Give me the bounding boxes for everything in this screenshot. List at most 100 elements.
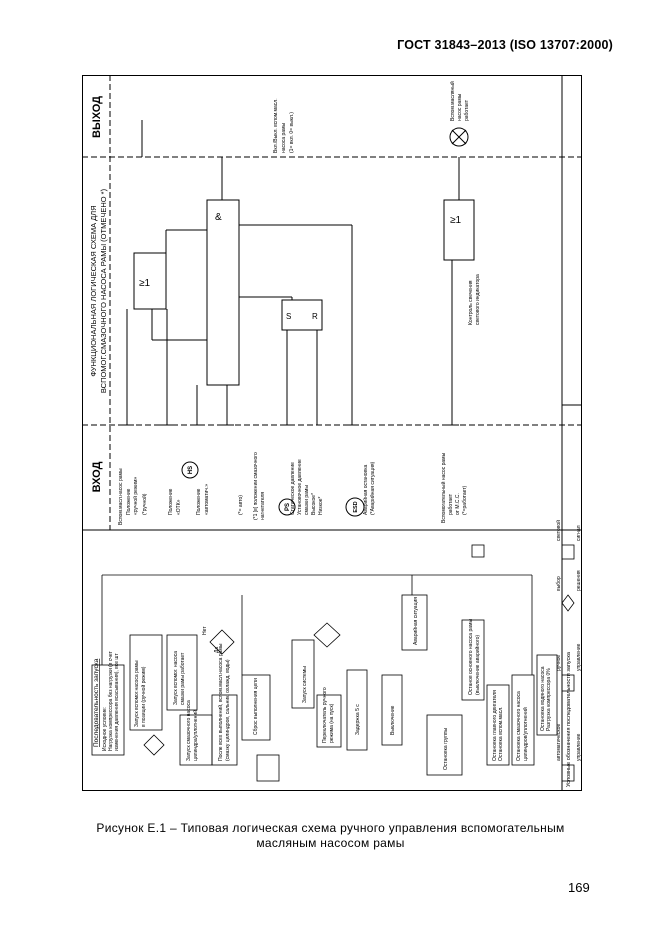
svg-text:Последовательность запуска: Последовательность запуска bbox=[93, 658, 100, 747]
svg-text:Статическое давление: Статическое давление bbox=[290, 462, 296, 515]
svg-text:управление: управление bbox=[576, 733, 582, 761]
sr-latch bbox=[281, 299, 323, 331]
svg-text:изменения давления всасывания): изменения давления всасывания), все шт bbox=[114, 653, 120, 751]
svg-text:Высокое*: Высокое* bbox=[311, 493, 317, 515]
svg-text:Остановка группы: Остановка группы bbox=[443, 727, 449, 770]
svg-text:Остановка главного двигателя: Остановка главного двигателя bbox=[492, 690, 498, 761]
svg-text:Контроль свечения: Контроль свечения bbox=[468, 280, 474, 325]
svg-text:Положение: Положение bbox=[126, 488, 132, 515]
svg-text:Нагрузка компрессора без нагру: Нагрузка компрессора без нагрузки (в сче… bbox=[108, 650, 114, 751]
hs-badge bbox=[181, 461, 199, 479]
svg-text:Вкл./Выкл. вспом.масл.: Вкл./Выкл. вспом.масл. bbox=[273, 98, 279, 153]
sequence-flowchart bbox=[91, 544, 575, 782]
svg-text:цилиндра/уплотнений: цилиндра/уплотнений bbox=[192, 710, 199, 761]
or-gate-2-label: ≥1 bbox=[450, 215, 461, 226]
svg-text:Условные обозначения последова: Условные обозначения последовательности … bbox=[566, 651, 572, 787]
svg-text:Да: Да bbox=[214, 647, 220, 653]
ps-badge-label: PS bbox=[285, 503, 291, 511]
svg-text:Переключатель ручного: Переключатель ручного bbox=[322, 687, 328, 743]
svg-text:Запуск системы: Запуск системы bbox=[302, 666, 308, 703]
figure-caption: Рисунок Е.1 – Типовая логическая схема р… bbox=[60, 821, 601, 851]
svg-text:Запуск вспомог.насоса рамы: Запуск вспомог.насоса рамы bbox=[134, 660, 140, 727]
sequence-labels: Последовательность запуска Исходное усло… bbox=[93, 520, 582, 787]
svg-text:Исходное условие:: Исходное условие: bbox=[102, 707, 108, 751]
svg-text:управление: управление bbox=[576, 643, 582, 671]
and-gate-label: & bbox=[215, 212, 222, 223]
svg-text:насоса рамы: насоса рамы bbox=[281, 122, 287, 153]
svg-text:Вспомогательный насос рамы: Вспомогательный насос рамы bbox=[440, 452, 447, 523]
svg-text:После всех выполнений, вспом.м: После всех выполнений, вспом.масл.насоса… bbox=[217, 643, 224, 761]
svg-text:Разгрузка компрессора 0%: Разгрузка компрессора 0% bbox=[546, 668, 552, 731]
svg-text:«ОТК»: «ОТК» bbox=[176, 499, 182, 515]
svg-text:(смазку цилиндров, сальник, ох: (смазку цилиндров, сальник, охлажд. воды… bbox=[225, 659, 231, 761]
svg-text:Положение: Положение bbox=[168, 488, 174, 515]
svg-text:Запуск смазочного насоса: Запуск смазочного насоса bbox=[186, 700, 192, 761]
svg-text:Останов основного насоса рамы: Останов основного насоса рамы bbox=[468, 619, 474, 695]
svg-text:(1= вкл. 0= выкл.): (1= вкл. 0= выкл.) bbox=[289, 112, 295, 153]
or-gate-1 bbox=[133, 252, 167, 310]
hs-badge-label: HS bbox=[188, 466, 194, 474]
svg-text:Остановка смазочного насоса: Остановка смазочного насоса bbox=[516, 691, 522, 761]
svg-text:(выключение аварийного): (выключение аварийного) bbox=[474, 635, 481, 695]
func-title-2: ВСПОМОГ.СМАЗОЧНОГО НАСОСА РАМЫ (ОТМЕЧЕНО… bbox=[99, 188, 108, 393]
svg-text:световой: световой bbox=[555, 520, 562, 541]
or-gate-2 bbox=[443, 199, 475, 261]
svg-text:(*= авто): (*= авто) bbox=[238, 495, 244, 515]
svg-text:Нет: Нет bbox=[202, 626, 208, 635]
svg-text:в позиции (ручной режим): в позиции (ручной режим) bbox=[140, 666, 147, 727]
svg-text:(*=работает): (*=работает) bbox=[462, 485, 468, 515]
svg-text:«автоматич.»: «автоматич.» bbox=[204, 484, 210, 515]
svg-text:насос рамы: насос рамы bbox=[457, 93, 463, 121]
svg-text:решения: решения bbox=[576, 570, 582, 591]
svg-text:смазки рамы работает: смазки рамы работает bbox=[180, 652, 186, 705]
svg-text:смазки рамы: смазки рамы bbox=[304, 485, 310, 515]
indicator-lamp bbox=[449, 127, 469, 147]
svg-text:работает: работает bbox=[464, 99, 470, 121]
svg-text:ручное: ручное bbox=[556, 655, 562, 671]
input-title: ВХОД bbox=[91, 461, 103, 492]
svg-text:светового индикатора: светового индикатора bbox=[475, 274, 481, 325]
svg-text:Положение: Положение bbox=[196, 488, 202, 515]
esd-badge-label: ESD bbox=[353, 501, 359, 512]
or-gate-1-label: ≥1 bbox=[139, 278, 150, 289]
svg-text:(*ручной): (*ручной) bbox=[141, 493, 148, 515]
svg-text:Вспом.масляный: Вспом.масляный bbox=[449, 81, 456, 121]
svg-text:цилиндров/уплотнений: цилиндров/уплотнений bbox=[522, 707, 529, 761]
svg-text:(*1 [в] положении смазочного: (*1 [в] положении смазочного bbox=[253, 452, 259, 520]
output-title: ВЫХОД bbox=[91, 96, 103, 138]
sr-s-label: S bbox=[286, 312, 291, 321]
svg-text:Вспом.масл.насос рамы: Вспом.масл.насос рамы bbox=[118, 468, 124, 525]
and-gate bbox=[206, 199, 240, 386]
inputs-labels: Вспом.масл.насос рамы Положение «ручной … bbox=[118, 452, 468, 525]
svg-text:Остановка вспом.масл.: Остановка вспом.масл. bbox=[498, 706, 504, 761]
svg-text:Установочное давление: Установочное давление bbox=[297, 459, 303, 515]
svg-text:Остановка водяного насоса: Остановка водяного насоса bbox=[540, 666, 546, 731]
caption-line-2: масляным насосом рамы bbox=[256, 836, 405, 850]
svg-text:нагнетателя: нагнетателя bbox=[260, 492, 266, 520]
document-header: ГОСТ 31843–2013 (ISO 13707:2000) bbox=[397, 38, 613, 52]
svg-text:от М.С.С.: от М.С.С. bbox=[455, 493, 461, 515]
esd-badge bbox=[345, 497, 365, 517]
svg-text:Сброс выполнения цепи: Сброс выполнения цепи bbox=[253, 678, 259, 735]
svg-text:Задержка 5 с: Задержка 5 с bbox=[355, 704, 361, 735]
logic-diagram-figure: ВЫХОД ФУНКЦИОНАЛЬНАЯ ЛОГИЧЕСКАЯ СХЕМА ДЛ… bbox=[82, 75, 582, 791]
svg-text:Аварийная ситуация: Аварийная ситуация bbox=[412, 597, 419, 645]
caption-line-1: Рисунок Е.1 – Типовая логическая схема р… bbox=[96, 821, 565, 835]
svg-text:сигнал: сигнал bbox=[576, 525, 582, 541]
svg-text:режима (на пуск): режима (на пуск) bbox=[329, 703, 335, 743]
svg-text:«ручной режим»: «ручной режим» bbox=[132, 477, 139, 515]
svg-text:работает: работает bbox=[448, 493, 454, 515]
svg-text:автоматическое: автоматическое bbox=[556, 724, 562, 761]
svg-text:Запуск вспомог. насоса: Запуск вспомог. насоса bbox=[173, 651, 179, 705]
diagram-svg: ВЫХОД ФУНКЦИОНАЛЬНАЯ ЛОГИЧЕСКАЯ СХЕМА ДЛ… bbox=[82, 75, 582, 791]
svg-text:Аварийная остановка: Аварийная остановка bbox=[362, 464, 369, 515]
svg-text:(*Аварийная ситуация): (*Аварийная ситуация) bbox=[369, 461, 376, 515]
svg-text:Выключение: Выключение bbox=[390, 705, 396, 735]
ps-badge bbox=[278, 498, 296, 516]
outputs-labels: Вкл./Выкл. вспом.масл. насоса рамы (1= в… bbox=[273, 81, 481, 325]
figure-border bbox=[82, 75, 582, 791]
page-number: 169 bbox=[568, 880, 590, 895]
func-title-1: ФУНКЦИОНАЛЬНАЯ ЛОГИЧЕСКАЯ СХЕМА ДЛЯ bbox=[89, 205, 98, 376]
svg-text:Низкое*: Низкое* bbox=[318, 496, 324, 515]
sr-r-label: R bbox=[312, 312, 318, 321]
